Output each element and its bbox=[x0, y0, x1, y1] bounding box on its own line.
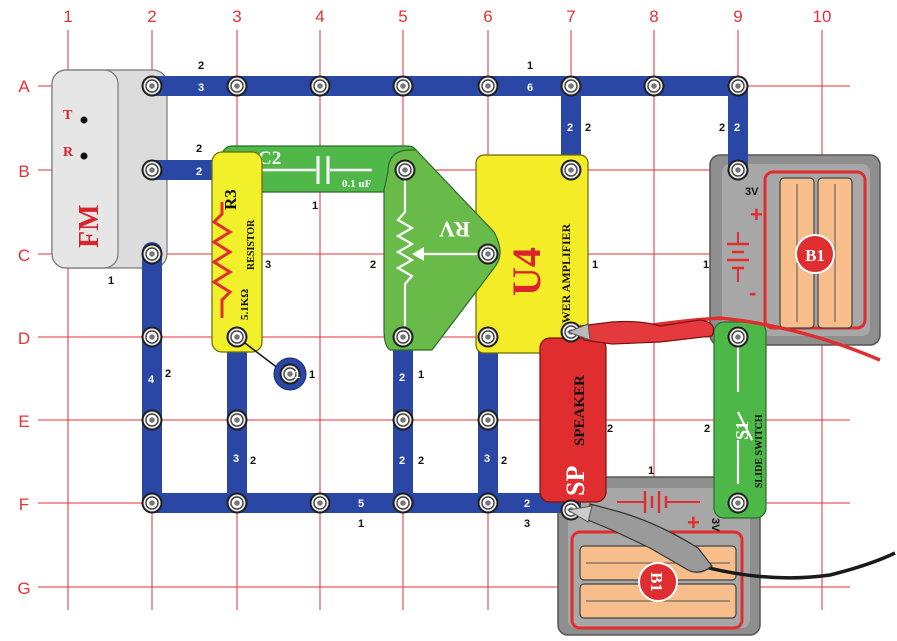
c2-value: 0.1 uF bbox=[342, 178, 372, 190]
wire-label: 3 bbox=[524, 518, 530, 530]
s1-desc: SLIDE SWITCH bbox=[754, 414, 765, 488]
s1-slide-switch: S1 SLIDE SWITCH 2 bbox=[704, 321, 767, 519]
red-clip-lead bbox=[566, 316, 881, 362]
row-label: G bbox=[17, 579, 30, 598]
wire-label: 2 bbox=[719, 122, 725, 134]
b1-top-label: B1 bbox=[805, 246, 825, 265]
wire-label: 6 bbox=[527, 82, 533, 94]
row-label: C bbox=[18, 246, 30, 265]
sp-speaker: SP SPEAKER 2 bbox=[539, 337, 613, 503]
wire-label: 3 bbox=[484, 453, 490, 465]
row-label: E bbox=[18, 412, 29, 431]
wire-label: 2 bbox=[501, 455, 507, 467]
wire-label: 2 bbox=[250, 455, 256, 467]
wire-label: 2 bbox=[585, 122, 591, 134]
u4-power-amplifier: U4 POWER AMPLIFIER 1 bbox=[475, 154, 598, 354]
single-snap-level: 1 bbox=[309, 369, 315, 381]
row-labels: A B C D E F G bbox=[17, 77, 30, 598]
b1-top-plus: + bbox=[750, 202, 763, 227]
r3-ref: R3 bbox=[221, 189, 240, 210]
rv-potentiometer: RV 2 bbox=[370, 149, 501, 351]
r3-resistor: R3 RESISTOR 5.1KΩ 3 bbox=[211, 151, 271, 353]
column-labels: 1 2 3 4 5 6 7 8 9 10 bbox=[63, 7, 831, 26]
single-snap-value: 1 bbox=[294, 369, 300, 381]
wire-label: 2 bbox=[734, 122, 740, 134]
black-clip-lead bbox=[566, 503, 896, 580]
wire-label: 2 bbox=[198, 60, 204, 72]
row-label: D bbox=[18, 329, 30, 348]
wire-label: 3 bbox=[198, 82, 204, 94]
c2-level: 1 bbox=[312, 200, 318, 212]
fm-t-label: T bbox=[63, 108, 73, 123]
wire-label: 2 bbox=[196, 143, 202, 155]
wire-label: 1 bbox=[358, 518, 364, 530]
s1-level: 2 bbox=[704, 423, 710, 435]
column-label: 5 bbox=[398, 7, 407, 26]
wire-label: 4 bbox=[148, 374, 155, 386]
b1-bottom-level: 1 bbox=[648, 465, 654, 477]
fm-level: 1 bbox=[108, 275, 114, 287]
row-label: B bbox=[18, 162, 29, 181]
u4-label: U4 bbox=[504, 247, 549, 296]
column-label: 3 bbox=[232, 7, 241, 26]
b1-bottom-voltage: 3V bbox=[709, 518, 721, 532]
fm-r-label: R bbox=[63, 145, 74, 160]
s1-ref: S1 bbox=[732, 421, 752, 440]
column-label: 10 bbox=[813, 7, 832, 26]
b1-bottom-label: B1 bbox=[647, 572, 666, 592]
u4-desc: POWER AMPLIFIER bbox=[559, 223, 573, 340]
wire-label: 2 bbox=[524, 498, 530, 510]
sp-level: 2 bbox=[607, 423, 613, 435]
wire-labels: 2 3 1 6 2 2 2 2 2 2 4 2 3 2 2 1 2 2 3 2 … bbox=[148, 60, 740, 530]
column-label: 6 bbox=[483, 7, 492, 26]
wire-label: 2 bbox=[418, 455, 424, 467]
r3-desc: RESISTOR bbox=[246, 219, 257, 270]
row-label: F bbox=[19, 495, 29, 514]
wire-label: 2 bbox=[165, 368, 171, 380]
r3-value: 5.1KΩ bbox=[239, 289, 251, 320]
column-label: 9 bbox=[733, 7, 742, 26]
wire-label: 2 bbox=[399, 372, 405, 384]
b1-top-minus: - bbox=[749, 280, 756, 305]
wire-label: 2 bbox=[567, 122, 573, 134]
column-label: 7 bbox=[566, 7, 575, 26]
r3-level: 3 bbox=[265, 259, 271, 271]
wire-label: 2 bbox=[399, 455, 405, 467]
column-label: 1 bbox=[63, 7, 72, 26]
wire-label: 1 bbox=[418, 369, 424, 381]
b1-top-voltage: 3V bbox=[745, 186, 759, 198]
wire-label: 3 bbox=[233, 453, 239, 465]
row-label: A bbox=[18, 77, 30, 96]
c2-ref: C2 bbox=[258, 148, 281, 169]
sp-desc: SPEAKER bbox=[572, 375, 588, 446]
column-label: 4 bbox=[315, 7, 324, 26]
battery-b1-top: B1 3V + - 1 bbox=[703, 154, 881, 346]
fm-label: FM bbox=[74, 204, 105, 248]
column-label: 8 bbox=[649, 7, 658, 26]
wire-label: 5 bbox=[358, 498, 364, 510]
single-snap: 1 1 bbox=[236, 336, 315, 391]
b1-bottom-plus: + bbox=[687, 510, 700, 535]
u4-level: 1 bbox=[592, 259, 598, 271]
fm-module: T R FM 1 bbox=[51, 69, 168, 287]
sp-label: SP bbox=[561, 466, 590, 496]
b1-top-level: 1 bbox=[703, 259, 709, 271]
wire-label: 2 bbox=[196, 166, 202, 178]
rv-level: 2 bbox=[370, 259, 376, 271]
column-label: 2 bbox=[147, 7, 156, 26]
wire-label: 1 bbox=[527, 60, 533, 72]
rv-label: RV bbox=[439, 217, 470, 242]
